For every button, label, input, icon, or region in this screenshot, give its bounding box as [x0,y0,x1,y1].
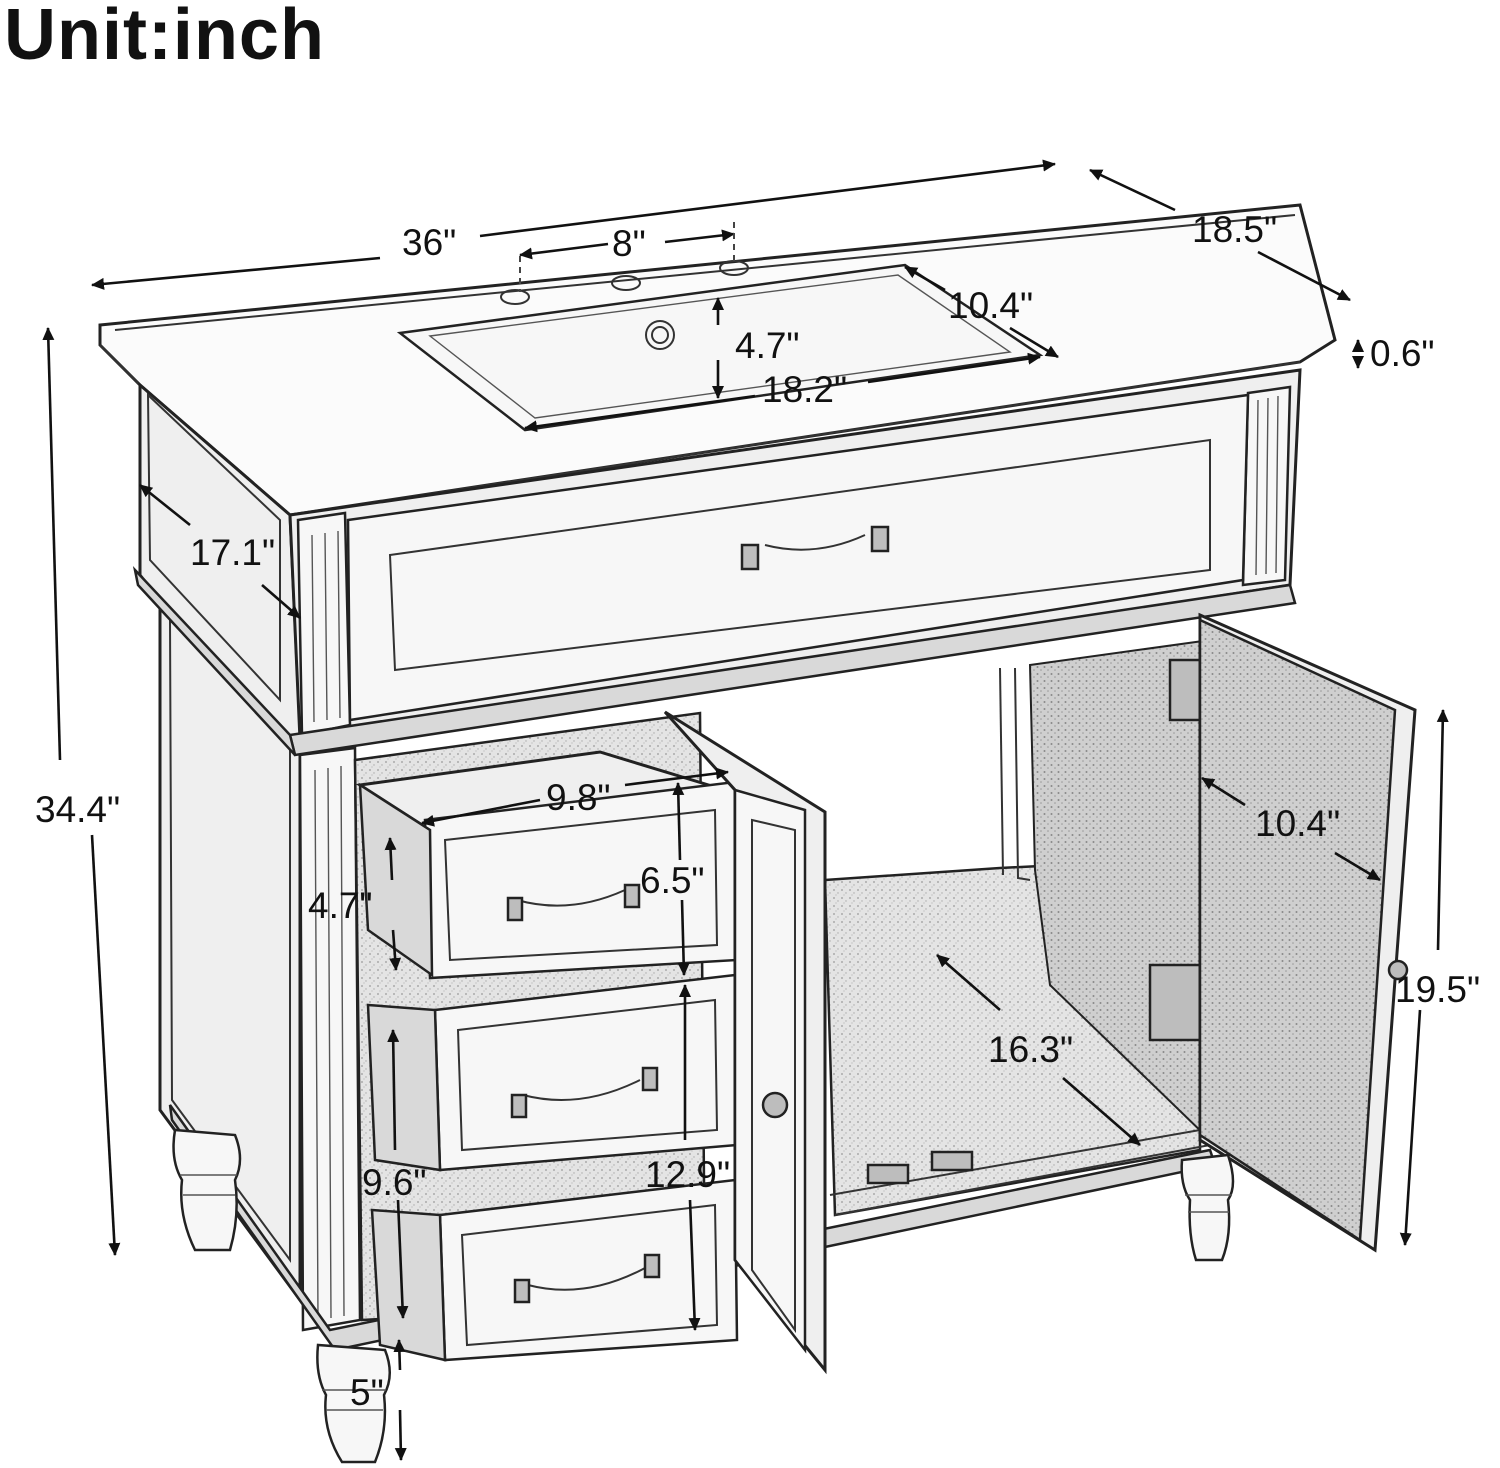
unit-title: Unit:inch [4,0,325,75]
leg-height-label: 5" [350,1372,384,1413]
lower-drawers-height-label: 12.9" [645,1154,730,1195]
total-height-label: 34.4" [35,789,120,830]
cabinet-height-label: 19.5" [1395,969,1480,1010]
depth-label: 18.5" [1192,209,1277,250]
basin-height-label: 4.7" [735,325,800,366]
faucet-spacing-label: 8" [612,223,646,264]
drawer-side-height-label: 9.6" [362,1162,427,1203]
dimension-labels: 36" 18.5" 8" 10.4" 4.7" 18.2" 0.6" 17.1"… [35,209,1480,1413]
basin-width-label: 18.2" [762,369,847,410]
drawer-inner-height-label: 4.7" [308,885,373,926]
width-label: 36" [402,222,456,263]
drawer-stack [355,750,739,1362]
right-door [1198,612,1417,1253]
door-inner-depth-label: 10.4" [1255,803,1340,844]
left-door [663,710,827,1375]
side-depth-label: 17.1" [190,532,275,573]
drawer-height-top-label: 6.5" [640,860,705,901]
legs [172,1128,1235,1464]
cabinet-floor-width-label: 16.3" [988,1029,1073,1070]
dimension-arrows [42,159,1449,1461]
basin-depth-label: 10.4" [948,285,1033,326]
drawer-width-label: 9.8" [546,777,611,818]
top-thickness-label: 0.6" [1370,333,1435,374]
